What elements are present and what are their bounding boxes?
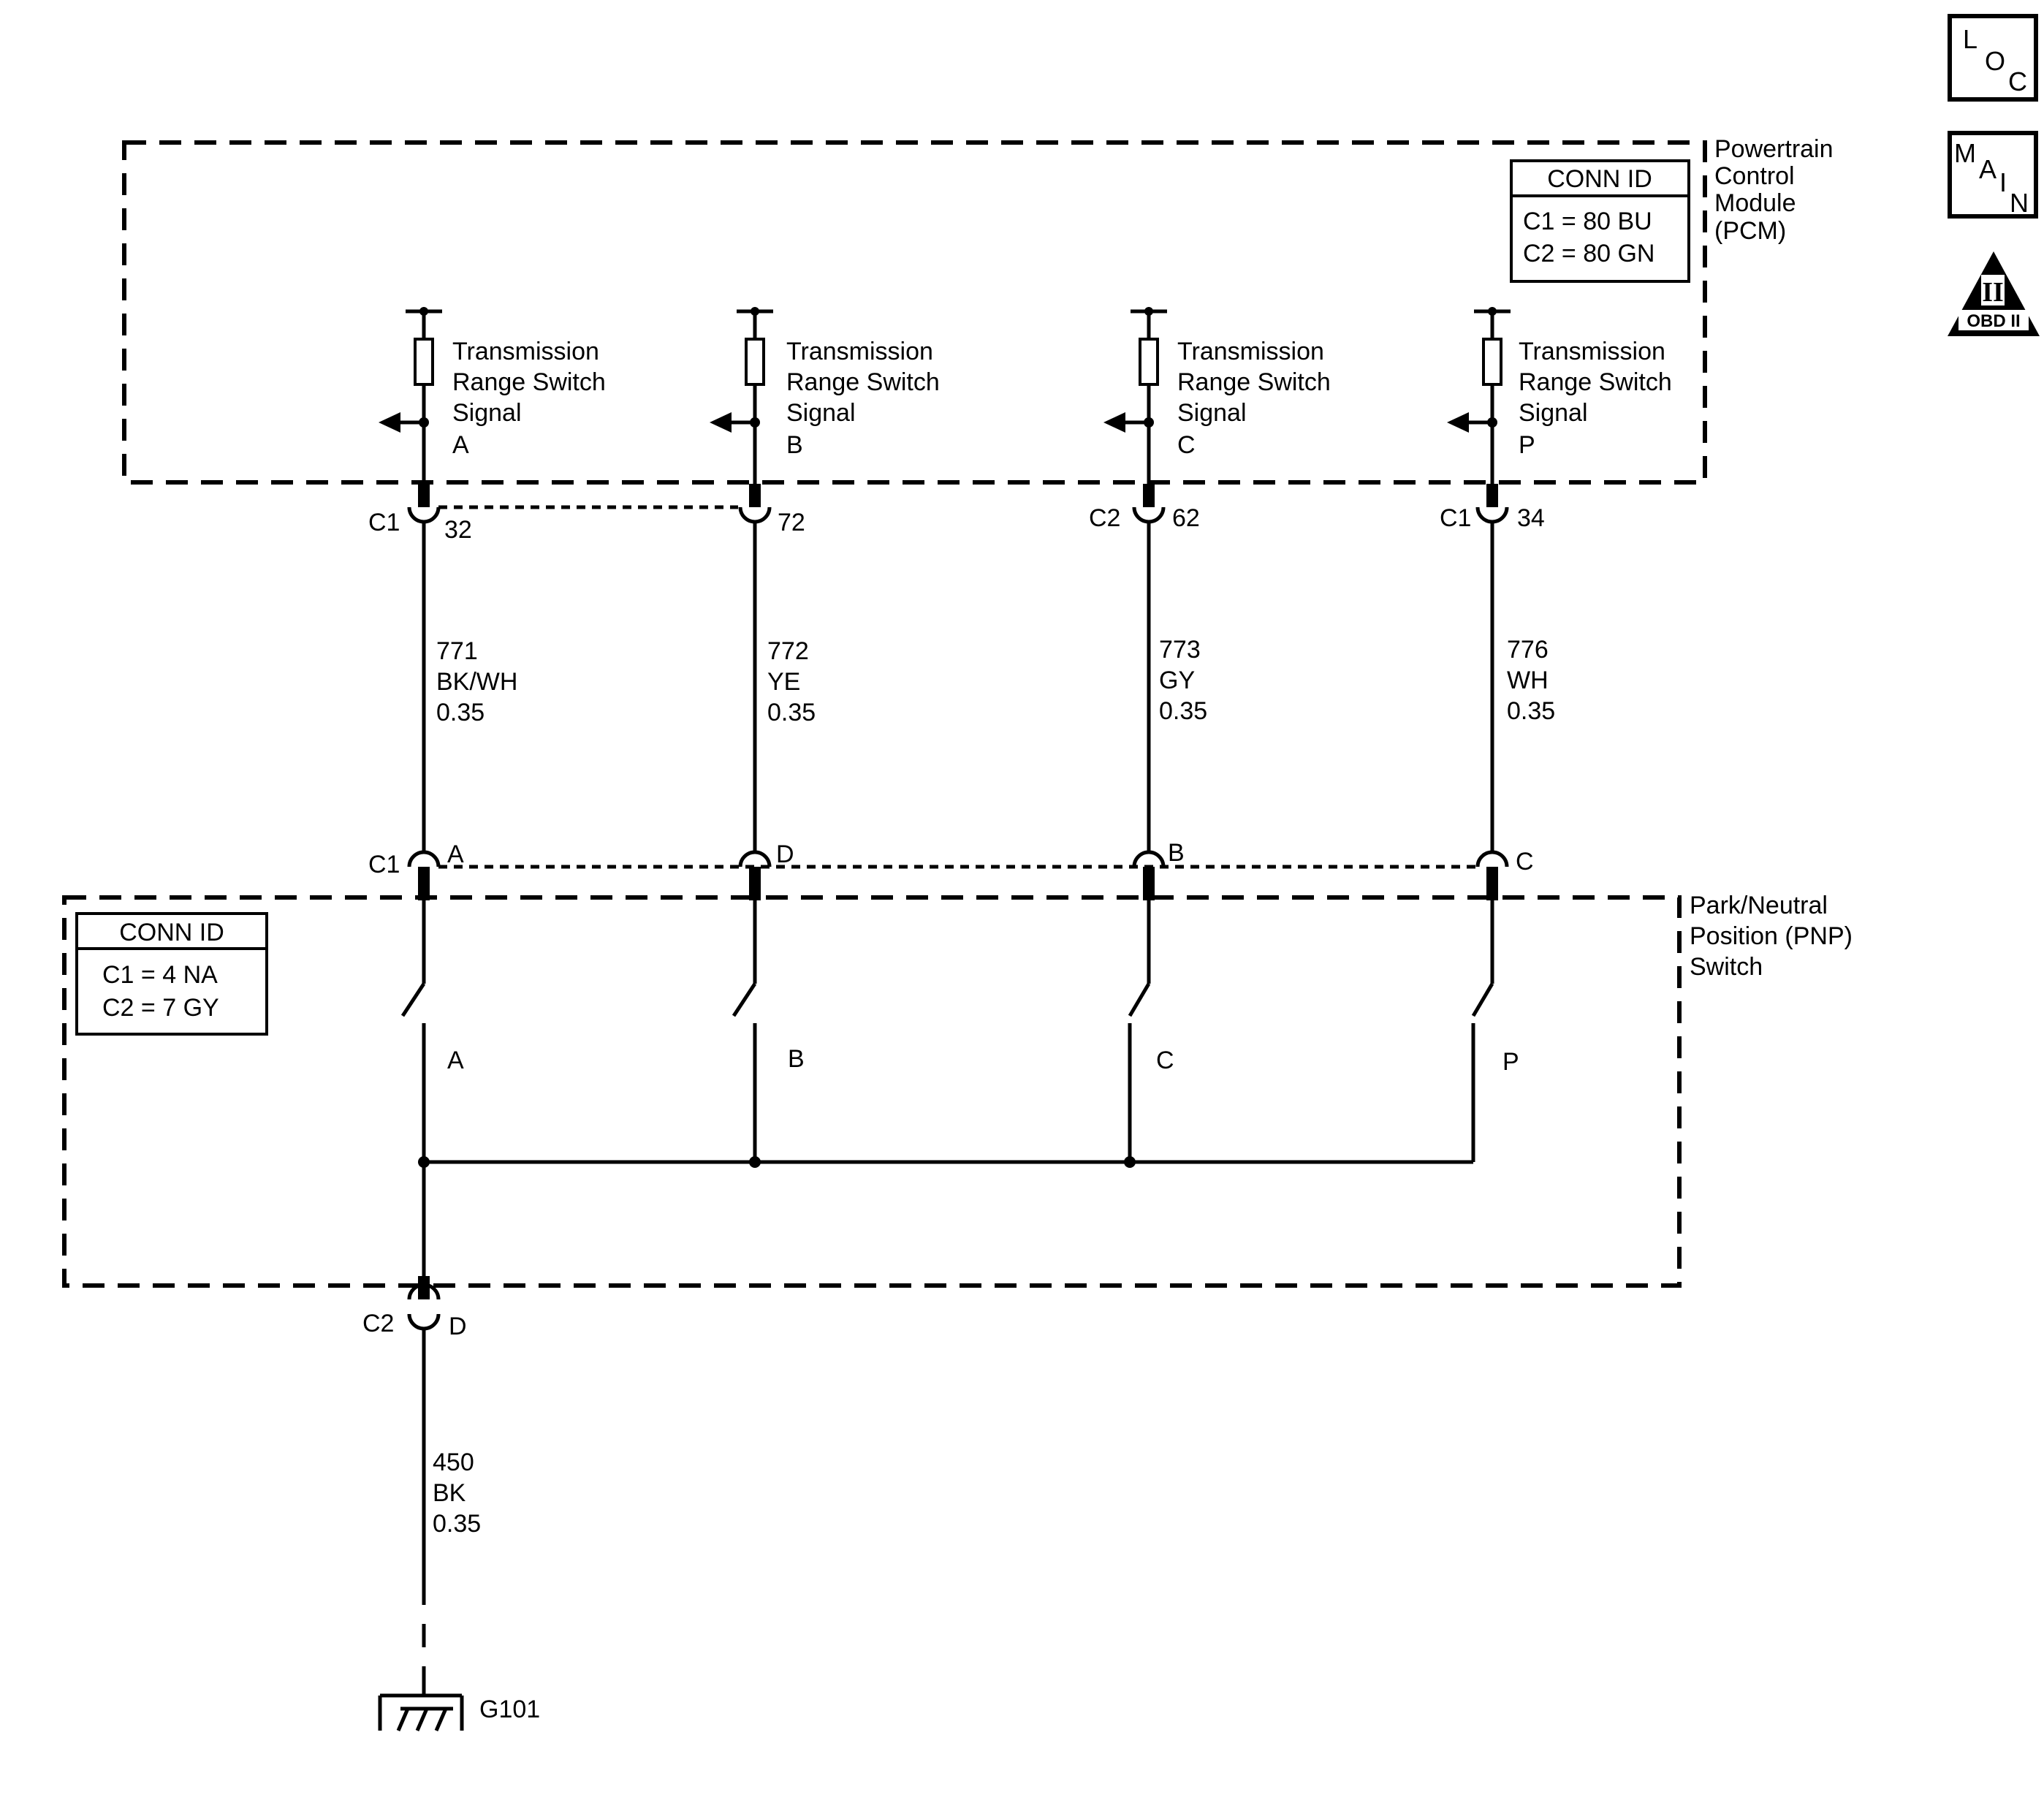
- svg-text:Switch: Switch: [1690, 953, 1763, 981]
- circuit-a: Transmission Range Switch Signal A C1 32…: [368, 307, 606, 1168]
- ground-circuit: C2 D 450 BK 0.35: [362, 1160, 1473, 1696]
- svg-text:Control: Control: [1714, 162, 1795, 190]
- svg-text:B: B: [786, 431, 803, 459]
- svg-text:B: B: [1168, 839, 1185, 867]
- svg-text:72: 72: [778, 509, 805, 536]
- svg-text:Powertrain: Powertrain: [1714, 135, 1834, 163]
- svg-text:C1 = 4 NA: C1 = 4 NA: [102, 961, 218, 989]
- svg-text:P: P: [1502, 1048, 1519, 1076]
- svg-text:34: 34: [1517, 504, 1545, 532]
- obd-numeral: II: [1982, 277, 2004, 308]
- svg-text:C2 = 7 GY: C2 = 7 GY: [102, 994, 219, 1022]
- main-letter-n: N: [2010, 188, 2029, 218]
- pull-up-resistor: [414, 338, 434, 386]
- svg-text:Signal: Signal: [1519, 399, 1588, 427]
- svg-text:Transmission: Transmission: [1177, 338, 1324, 365]
- svg-text:Range Switch: Range Switch: [452, 368, 606, 396]
- svg-text:C: C: [1177, 431, 1196, 459]
- svg-text:C: C: [1516, 848, 1534, 876]
- svg-text:A: A: [452, 431, 469, 459]
- pnp-label: Park/Neutral Position (PNP) Switch: [1690, 892, 1853, 981]
- svg-text:A: A: [447, 840, 464, 868]
- svg-text:WH: WH: [1507, 667, 1549, 694]
- loc-letter-o: O: [1985, 46, 2005, 76]
- svg-text:771: 771: [436, 637, 478, 665]
- pull-up-resistor: [745, 338, 765, 386]
- svg-text:Transmission: Transmission: [1519, 338, 1665, 365]
- svg-text:C2: C2: [1089, 504, 1120, 532]
- svg-text:0.35: 0.35: [767, 699, 816, 726]
- svg-text:Module: Module: [1714, 189, 1796, 217]
- svg-text:BK: BK: [433, 1479, 466, 1507]
- svg-text:Range Switch: Range Switch: [1177, 368, 1331, 396]
- svg-text:Position (PNP): Position (PNP): [1690, 922, 1853, 950]
- svg-text:776: 776: [1507, 636, 1549, 664]
- svg-text:32: 32: [444, 516, 472, 544]
- pnp-boundary: [62, 895, 1682, 1288]
- loc-letter-c: C: [2008, 67, 2027, 96]
- circuit-b: Transmission Range Switch Signal B 72 77…: [710, 307, 940, 1168]
- svg-text:772: 772: [767, 637, 809, 665]
- svg-text:0.35: 0.35: [1159, 697, 1207, 725]
- pnp-conn-id-box: CONN ID C1 = 4 NA C2 = 7 GY: [75, 912, 268, 1036]
- loc-letter-l: L: [1963, 24, 1977, 54]
- svg-text:Range Switch: Range Switch: [786, 368, 940, 396]
- svg-text:Park/Neutral: Park/Neutral: [1690, 892, 1828, 919]
- pull-up-resistor: [1482, 338, 1502, 386]
- svg-text:450: 450: [433, 1449, 474, 1476]
- main-letter-m: M: [1954, 138, 1976, 168]
- svg-text:0.35: 0.35: [436, 699, 485, 726]
- svg-text:Range Switch: Range Switch: [1519, 368, 1672, 396]
- svg-text:A: A: [447, 1047, 464, 1074]
- loc-button[interactable]: L O C: [1948, 14, 2038, 102]
- pcm-label: Powertrain Control Module (PCM): [1714, 135, 1834, 245]
- svg-text:C1: C1: [368, 509, 400, 536]
- obd-label: OBD II: [1967, 311, 2020, 331]
- svg-text:D: D: [776, 840, 794, 868]
- svg-text:Signal: Signal: [786, 399, 856, 427]
- circuit-c: Transmission Range Switch Signal C C2 62…: [1089, 307, 1331, 1168]
- svg-text:BK/WH: BK/WH: [436, 668, 517, 696]
- main-letter-i: I: [1999, 167, 2007, 197]
- pull-up-resistor: [1139, 338, 1159, 386]
- svg-text:P: P: [1519, 431, 1535, 459]
- circuit-p: Transmission Range Switch Signal P C1 34…: [1440, 307, 1672, 1162]
- svg-text:C1 = 80 BU: C1 = 80 BU: [1523, 208, 1652, 235]
- svg-text:Signal: Signal: [1177, 399, 1247, 427]
- pcm-boundary: [122, 140, 1707, 485]
- svg-text:Transmission: Transmission: [786, 338, 933, 365]
- main-button[interactable]: M A I N: [1948, 131, 2038, 219]
- ground-symbol: G101: [378, 1693, 540, 1731]
- svg-text:Signal: Signal: [452, 399, 522, 427]
- svg-text:D: D: [449, 1313, 467, 1340]
- svg-text:GY: GY: [1159, 667, 1195, 694]
- svg-text:YE: YE: [767, 668, 800, 696]
- svg-text:773: 773: [1159, 636, 1201, 664]
- svg-text:CONN ID: CONN ID: [1547, 165, 1652, 193]
- obd-ii-button[interactable]: II OBD II: [1948, 251, 2040, 336]
- svg-text:CONN ID: CONN ID: [119, 919, 224, 946]
- ground-label: G101: [479, 1696, 540, 1723]
- svg-text:Transmission: Transmission: [452, 338, 599, 365]
- svg-text:0.35: 0.35: [1507, 697, 1555, 725]
- svg-text:62: 62: [1172, 504, 1200, 532]
- svg-text:C: C: [1156, 1047, 1174, 1074]
- svg-text:0.35: 0.35: [433, 1510, 481, 1538]
- svg-text:C2: C2: [362, 1310, 394, 1337]
- svg-text:C2 = 80 GN: C2 = 80 GN: [1523, 240, 1654, 267]
- pcm-conn-id-box: CONN ID C1 = 80 BU C2 = 80 GN: [1510, 159, 1690, 283]
- svg-text:C1: C1: [368, 851, 400, 878]
- main-letter-a: A: [1979, 154, 1996, 184]
- svg-text:C1: C1: [1440, 504, 1471, 532]
- svg-text:(PCM): (PCM): [1714, 217, 1786, 245]
- svg-text:B: B: [788, 1045, 805, 1073]
